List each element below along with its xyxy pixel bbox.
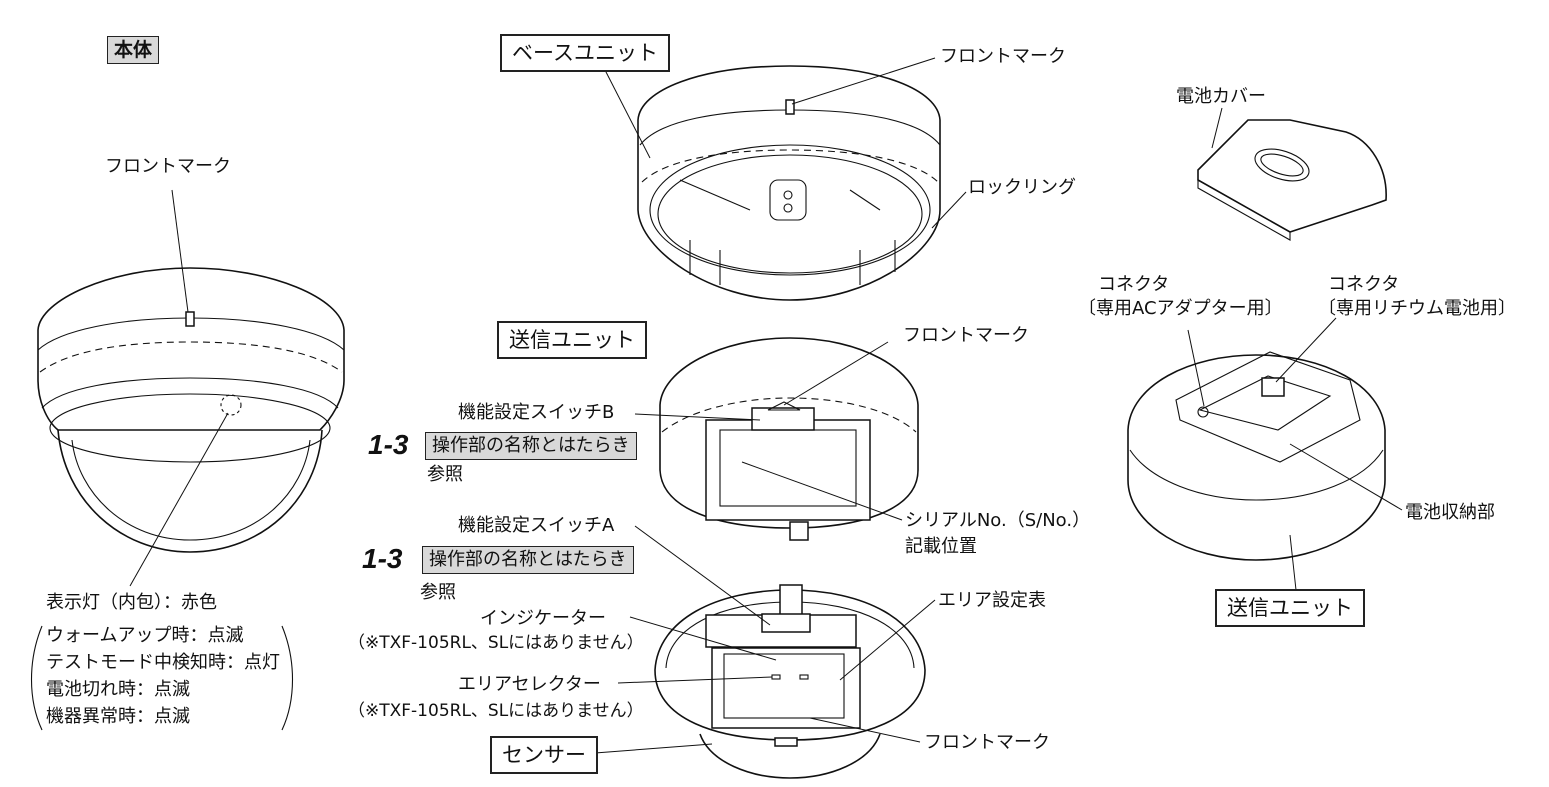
battery-cover-label: 電池カバー [1176, 86, 1266, 107]
indicator-sensor-note: （※TXF-105RL、SLにはありません） [348, 633, 644, 653]
switch-b-label: 機能設定スイッチB [458, 402, 615, 423]
sensor-title: センサー [490, 736, 598, 774]
indicator-state-error: 機器異常時：点滅 [46, 706, 190, 727]
transmitter-unit-title: 送信ユニット [497, 321, 647, 359]
base-unit-illustration [604, 57, 967, 301]
ref-number-a: 1-3 [362, 543, 403, 574]
ref-title-a[interactable]: 操作部の名称とはたらき [422, 546, 634, 574]
transmitter-front-mark-label: フロントマーク [903, 325, 1029, 346]
transmitter-battery-side-illustration [1127, 317, 1403, 591]
area-selector-note: （※TXF-105RL、SLにはありません） [348, 701, 644, 721]
indicator-state-warmup: ウォームアップ時：点滅 [46, 625, 244, 646]
indicator-state-battery: 電池切れ時：点滅 [46, 679, 190, 700]
area-selector-label: エリアセレクター [458, 674, 601, 695]
switch-a-label: 機能設定スイッチA [458, 515, 615, 536]
base-front-mark-label: フロントマーク [940, 46, 1066, 67]
indicator-state-test: テストモード中検知時：点灯 [46, 652, 280, 673]
battery-compartment-label: 電池収納部 [1405, 502, 1495, 523]
area-table-label: エリア設定表 [938, 590, 1046, 611]
sensor-front-mark-label: フロントマーク [924, 732, 1050, 753]
main-unit-title: 本体 [107, 36, 160, 64]
connector-li-note: 〔専用リチウム電池用〕 [1318, 298, 1516, 319]
battery-cover-illustration [1197, 107, 1387, 241]
ref-number-b: 1-3 [368, 429, 409, 460]
ref-title-b[interactable]: 操作部の名称とはたらき [425, 432, 637, 460]
serial-label-line2: 記載位置 [905, 536, 977, 557]
sensor-illustration [594, 525, 936, 779]
transmitter-battery-side-title: 送信ユニット [1215, 589, 1365, 627]
connector-ac-note: 〔専用ACアダプター用〕 [1078, 298, 1283, 319]
transmitter-unit-illustration [634, 337, 919, 541]
ref-suffix-b: 参照 [427, 464, 463, 485]
indicator-sensor-label: インジケーター [480, 608, 606, 629]
serial-label: シリアルNo.（S/No.） [905, 510, 1091, 531]
base-unit-title: ベースユニット [500, 34, 670, 72]
connector-ac-label: コネクタ [1098, 274, 1170, 295]
indicator-label: 表示灯（内包）：赤色 [46, 592, 217, 613]
connector-li-label: コネクタ [1328, 274, 1400, 295]
ref-suffix-a: 参照 [420, 582, 456, 603]
main-unit-illustration [31, 189, 345, 731]
locking-ring-label: ロックリング [968, 177, 1076, 198]
main-front-mark-label: フロントマーク [105, 156, 231, 177]
